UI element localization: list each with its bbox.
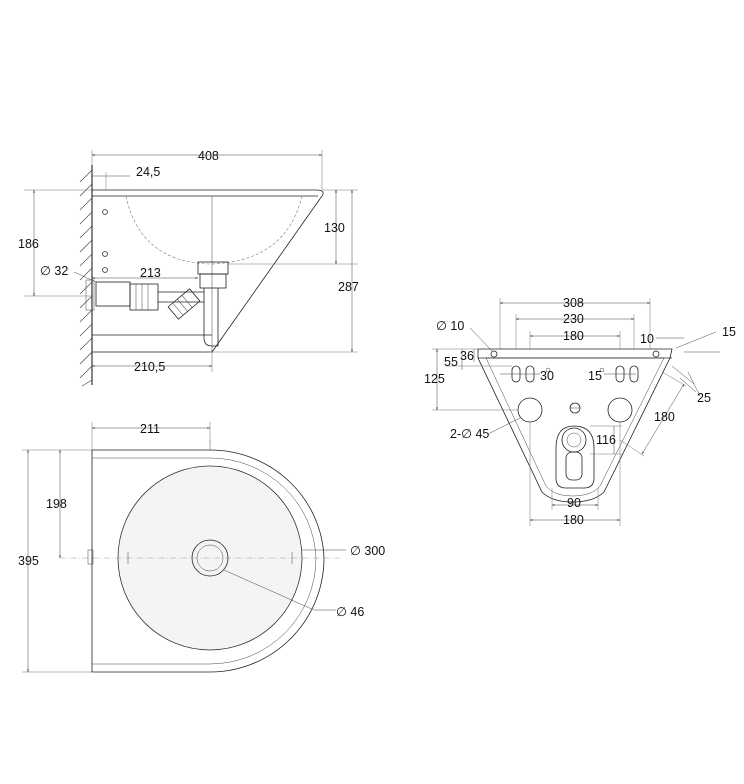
outlet-pipe	[95, 281, 131, 307]
bowl-hidden-line	[125, 195, 303, 265]
side-view: 408 24,5 186 ∅ 32 213 210,5 130 287	[18, 149, 359, 387]
dim-125-label: 125	[424, 372, 445, 386]
dim-hole-10-label: ∅ 10	[436, 319, 464, 333]
mount-hole-icon	[652, 350, 660, 358]
outlet-fitting	[129, 283, 159, 311]
dim-116-label: 116	[596, 433, 616, 447]
dim-408-label: 408	[198, 149, 219, 163]
rear-body-outline	[477, 348, 673, 503]
dim-10-right-label: 10	[640, 332, 654, 346]
drain-pipe	[203, 288, 219, 347]
dim-130-label: 130	[324, 221, 345, 235]
wall-hatching	[79, 169, 93, 387]
wall-marker	[87, 549, 94, 565]
basin-outline	[92, 189, 324, 353]
dim-300-label: ∅ 300	[350, 544, 385, 558]
dim-32-label: ∅ 32	[40, 264, 68, 278]
dim-25-label: 25	[697, 391, 711, 405]
dim-230-label: 230	[563, 312, 584, 326]
drain-opening-icon	[561, 427, 587, 453]
dim-15-right-label: 15	[722, 325, 736, 339]
rear-body-inner	[485, 357, 665, 497]
dim-395-label: 395	[18, 554, 39, 568]
top-view: 211 198 395 ∅ 300 ∅ 46	[18, 422, 385, 673]
dim-210-5-label: 210,5	[134, 360, 165, 374]
dim-55-label: 55	[444, 355, 458, 369]
dim-46-label: ∅ 46	[336, 605, 364, 619]
mount-hole-icon	[599, 367, 605, 373]
trap-pipe	[565, 451, 583, 481]
angled-inlet	[167, 288, 201, 320]
dim-24-5-label: 24,5	[136, 165, 160, 179]
drain-body	[199, 273, 227, 289]
dim-30-label: 30	[540, 369, 554, 383]
dim-211-label: 211	[140, 422, 160, 436]
trap-outline	[555, 425, 595, 489]
dim-213-label: 213	[140, 266, 161, 280]
dim-186-label: 186	[18, 237, 39, 251]
pipe-hole-icon	[517, 397, 543, 423]
dim-308-label: 308	[563, 296, 584, 310]
screw-icon	[102, 267, 108, 273]
dim-198-label: 198	[46, 497, 67, 511]
mount-hole-icon	[545, 367, 551, 373]
dim-holes-45-label: 2-∅ 45	[450, 427, 489, 441]
mount-hole-icon	[490, 350, 498, 358]
dim-36-label: 36	[460, 349, 474, 363]
dim-287-label: 287	[338, 280, 359, 294]
dim-line-diag-180	[642, 384, 684, 454]
screw-icon	[102, 209, 108, 215]
rear-view: 308 230 180 ∅ 10 10 15 36 55 125 30	[424, 296, 736, 527]
dim-15-slot-label: 15	[588, 369, 602, 383]
dim-180-bottom-label: 180	[563, 513, 584, 527]
basin-top-outline	[91, 449, 325, 673]
dim-180-label: 180	[563, 329, 584, 343]
wall-bracket	[85, 279, 95, 311]
dim-diag-180-label: 180	[654, 410, 675, 424]
pipe-hole-icon	[607, 397, 633, 423]
dim-90-label: 90	[567, 496, 581, 510]
screw-icon	[102, 251, 108, 257]
